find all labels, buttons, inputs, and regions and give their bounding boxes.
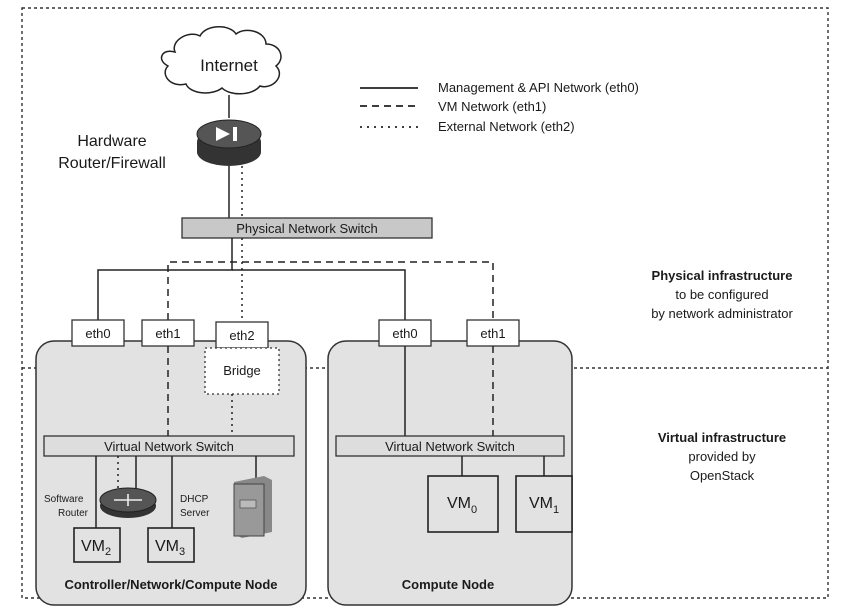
compute-eth1-label: eth1 xyxy=(480,326,505,341)
dhcp-server-icon xyxy=(233,476,272,538)
vm1-box xyxy=(515,475,573,533)
controller-vswitch-label: Virtual Network Switch xyxy=(104,439,234,454)
vm0-box xyxy=(427,475,499,533)
legend-item-vm-network: VM Network (eth1) xyxy=(438,99,546,114)
virtual-infra-line2: provided by xyxy=(688,449,756,464)
software-router-label-line2: Router xyxy=(58,508,89,519)
physical-infra-line3: by network administrator xyxy=(651,306,793,321)
vm2-box xyxy=(73,527,121,563)
controller-eth2-label: eth2 xyxy=(229,328,254,343)
physical-infra-line2: to be configured xyxy=(675,287,768,302)
compute-vswitch-label: Virtual Network Switch xyxy=(385,439,515,454)
controller-vswitch xyxy=(43,435,295,457)
compute-vswitch xyxy=(335,435,565,457)
eth0-links xyxy=(97,238,406,320)
software-router-label-line1: Software xyxy=(44,494,84,505)
controller-node-title: Controller/Network/Compute Node xyxy=(64,577,277,592)
bridge-label: Bridge xyxy=(223,363,261,378)
compute-node-title: Compute Node xyxy=(402,577,494,592)
bridge-box xyxy=(204,347,280,395)
physical-switch xyxy=(181,217,433,239)
vm3-box xyxy=(147,527,195,563)
legend-item-management: Management & API Network (eth0) xyxy=(438,80,639,95)
controller-eth1-port xyxy=(141,319,195,347)
eth1-links xyxy=(167,261,494,320)
virtual-infra-line3: OpenStack xyxy=(690,468,755,483)
legend-item-external: External Network (eth2) xyxy=(438,119,575,134)
vm3-label: VM3 xyxy=(155,538,185,558)
hardware-router-icon xyxy=(196,119,262,166)
controller-eth0-label: eth0 xyxy=(85,326,110,341)
controller-eth1-label: eth1 xyxy=(155,326,180,341)
virtual-infra-title: Virtual infrastructure xyxy=(658,430,786,445)
dhcp-label-line2: Server xyxy=(180,508,210,519)
dhcp-label-line1: DHCP xyxy=(180,494,209,505)
compute-eth0-port xyxy=(378,319,432,347)
software-router-icon xyxy=(99,487,157,518)
internet-cloud: Internet xyxy=(160,26,282,95)
vm2-label: VM2 xyxy=(81,538,111,558)
physical-switch-label: Physical Network Switch xyxy=(236,221,378,236)
router-label-line2: Router/Firewall xyxy=(58,155,166,172)
internet-label: Internet xyxy=(200,56,258,75)
legend: Management & API Network (eth0) VM Netwo… xyxy=(360,80,639,134)
physical-infra-title: Physical infrastructure xyxy=(652,268,793,283)
controller-eth0-port xyxy=(71,319,125,347)
controller-eth2-port xyxy=(215,321,269,349)
vm1-label: VM1 xyxy=(529,495,559,516)
vm0-label: VM0 xyxy=(447,495,477,516)
router-label-line1: Hardware xyxy=(77,133,146,150)
compute-node-box xyxy=(327,340,573,606)
physical-infra-region xyxy=(21,7,829,599)
compute-eth0-label: eth0 xyxy=(392,326,417,341)
compute-eth1-port xyxy=(466,319,520,347)
